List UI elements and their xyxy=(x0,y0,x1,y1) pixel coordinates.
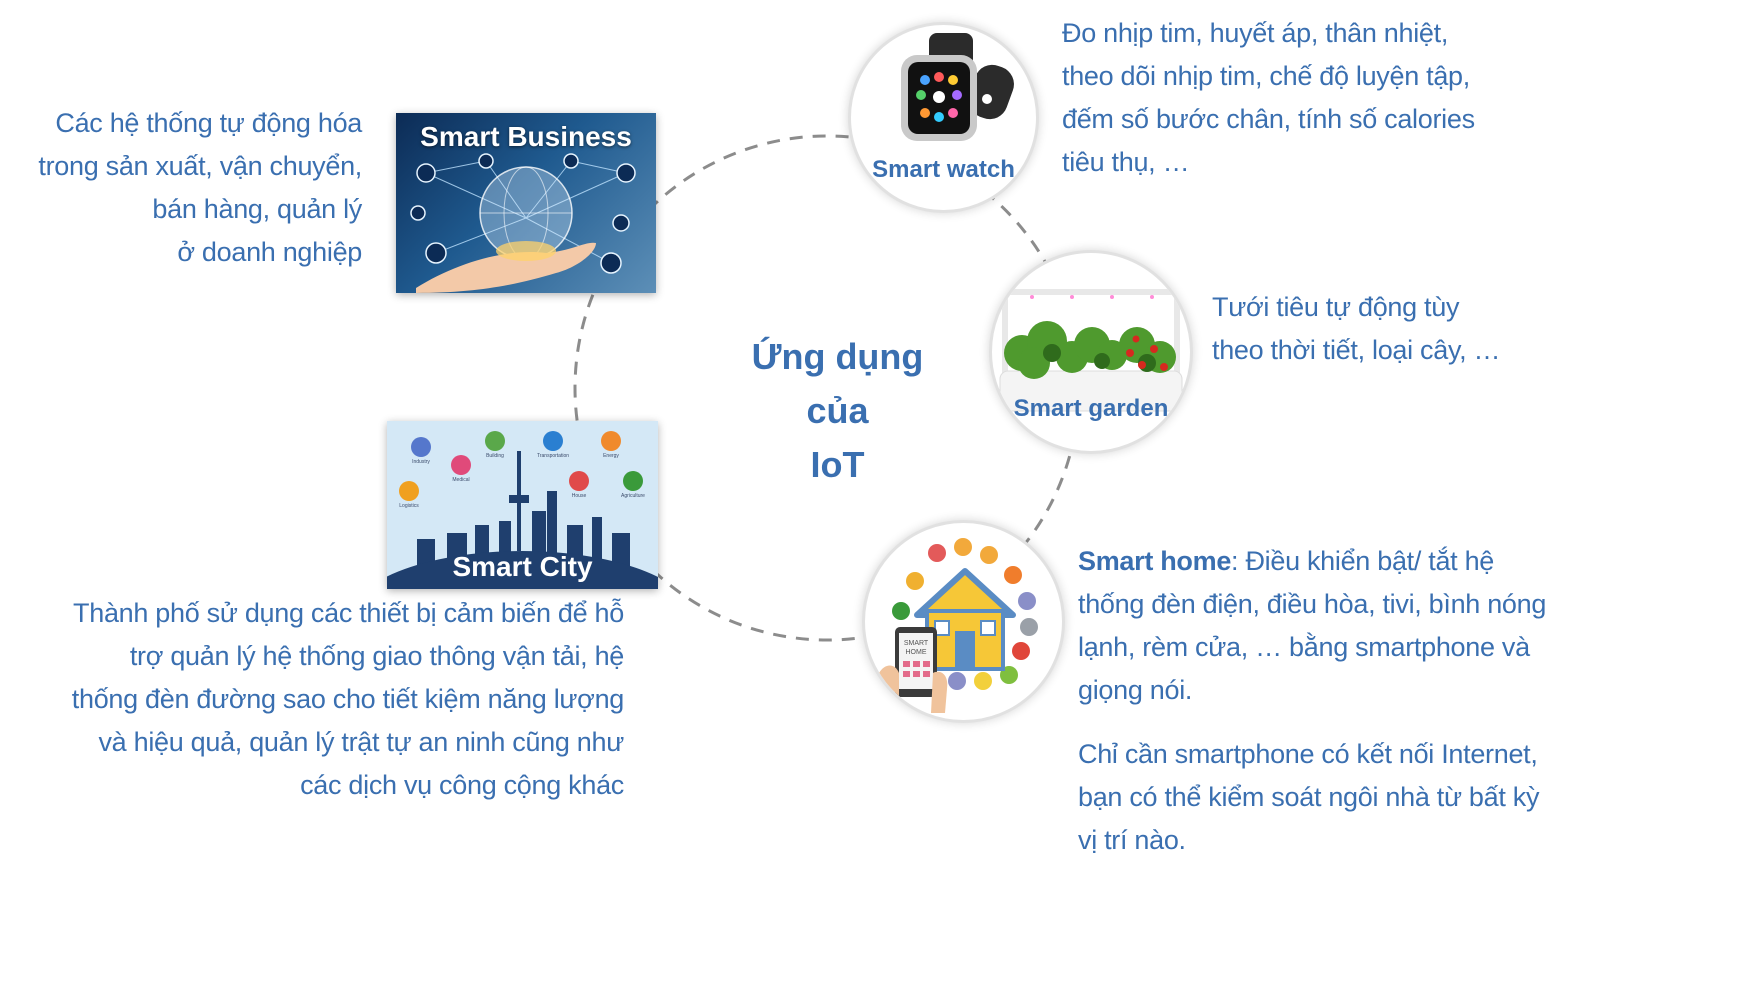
watch-desc-line: theo dõi nhịp tim, chế độ luyện tập, xyxy=(1062,61,1470,91)
home-note-line: vị trí nào. xyxy=(1078,825,1186,855)
city-skyline-graphic: Industry Building Transportation Energy … xyxy=(387,431,658,589)
business-desc-line: ở doanh nghiệp xyxy=(177,237,362,267)
city-icon-label: House xyxy=(572,493,587,499)
home-desc-line: giọng nói. xyxy=(1078,675,1193,705)
watch-desc-line: tiêu thụ, … xyxy=(1062,147,1190,177)
city-desc-line: Thành phố sử dụng các thiết bị cảm biến … xyxy=(73,598,624,628)
city-icon-label: Agriculture xyxy=(621,493,645,499)
home-desc-first-line: Smart home: Điều khiển bật/ tắt hệ xyxy=(1078,540,1558,583)
city-icon-label: Logistics xyxy=(399,503,419,509)
garden-desc-line: theo thời tiết, loại cây, … xyxy=(1212,335,1501,365)
home-desc-line: thống đèn điện, điều hòa, tivi, bình nón… xyxy=(1078,589,1547,619)
city-icon-label: Building xyxy=(486,453,504,459)
smart-garden-icon xyxy=(999,289,1183,412)
home-note: Chỉ cần smartphone có kết nối Internet, … xyxy=(1078,733,1558,862)
business-desc-line: trong sản xuất, vận chuyển, xyxy=(38,151,362,181)
smart-city-label: Smart City xyxy=(452,551,593,582)
business-description: Các hệ thống tự động hóa trong sản xuất,… xyxy=(30,102,362,274)
garden-description: Tưới tiêu tự động tùy theo thời tiết, lo… xyxy=(1212,286,1632,372)
city-desc-line: thống đèn đường sao cho tiết kiệm năng l… xyxy=(71,684,625,714)
home-label: Smart home xyxy=(1078,546,1232,576)
center-title-line1: Ứng dụng của xyxy=(751,336,924,431)
smart-city-image: Industry Building Transportation Energy … xyxy=(387,421,658,589)
home-desc-line: lạnh, rèm cửa, … bằng smartphone và xyxy=(1078,632,1530,662)
city-icon-label: Industry xyxy=(412,459,430,465)
smart-watch-icon xyxy=(901,33,1014,141)
smart-business-label: Smart Business xyxy=(420,121,632,152)
smart-watch-badge: Smart watch xyxy=(848,22,1039,213)
smart-watch-label: Smart watch xyxy=(872,156,1015,183)
smart-garden-badge: Smart garden xyxy=(989,250,1193,454)
center-title-line2: IoT xyxy=(810,444,865,485)
phone-text-line1: SMART xyxy=(904,640,929,647)
business-desc-line: Các hệ thống tự động hóa xyxy=(55,108,362,138)
smart-home-badge: SMART HOME xyxy=(862,520,1065,723)
garden-desc-line: Tưới tiêu tự động tùy xyxy=(1212,292,1460,322)
city-desc-line: trợ quản lý hệ thống giao thông vận tải,… xyxy=(129,641,624,671)
watch-desc-line: đếm số bước chân, tính số calories xyxy=(1062,104,1475,134)
phone-text-line2: HOME xyxy=(906,649,927,656)
business-desc-line: bán hàng, quản lý xyxy=(152,194,362,224)
city-desc-line: và hiệu quả, quản lý trật tự an ninh cũn… xyxy=(98,727,624,757)
city-icon-label: Medical xyxy=(452,477,469,483)
business-network-graphic xyxy=(410,153,636,293)
home-note-line: bạn có thể kiểm soát ngôi nhà từ bất kỳ xyxy=(1078,782,1540,812)
center-title: Ứng dụng của IoT xyxy=(740,330,935,492)
smart-home-icon: SMART HOME xyxy=(879,538,1038,713)
city-desc-line: các dịch vụ công cộng khác xyxy=(300,770,624,800)
smart-garden-label: Smart garden xyxy=(1013,395,1169,422)
smart-business-image: Smart Business xyxy=(396,113,656,293)
city-icon-label: Energy xyxy=(603,453,619,459)
watch-description: Đo nhịp tim, huyết áp, thân nhiệt, theo … xyxy=(1062,12,1532,184)
city-description: Thành phố sử dụng các thiết bị cảm biến … xyxy=(40,592,625,807)
city-icon-label: Transportation xyxy=(537,453,569,459)
home-description: Smart home: Điều khiển bật/ tắt hệ thống… xyxy=(1078,540,1558,712)
home-note-line: Chỉ cần smartphone có kết nối Internet, xyxy=(1078,739,1538,769)
watch-desc-line: Đo nhịp tim, huyết áp, thân nhiệt, xyxy=(1062,18,1449,48)
home-desc-rest: : Điều khiển bật/ tắt hệ xyxy=(1231,546,1495,576)
